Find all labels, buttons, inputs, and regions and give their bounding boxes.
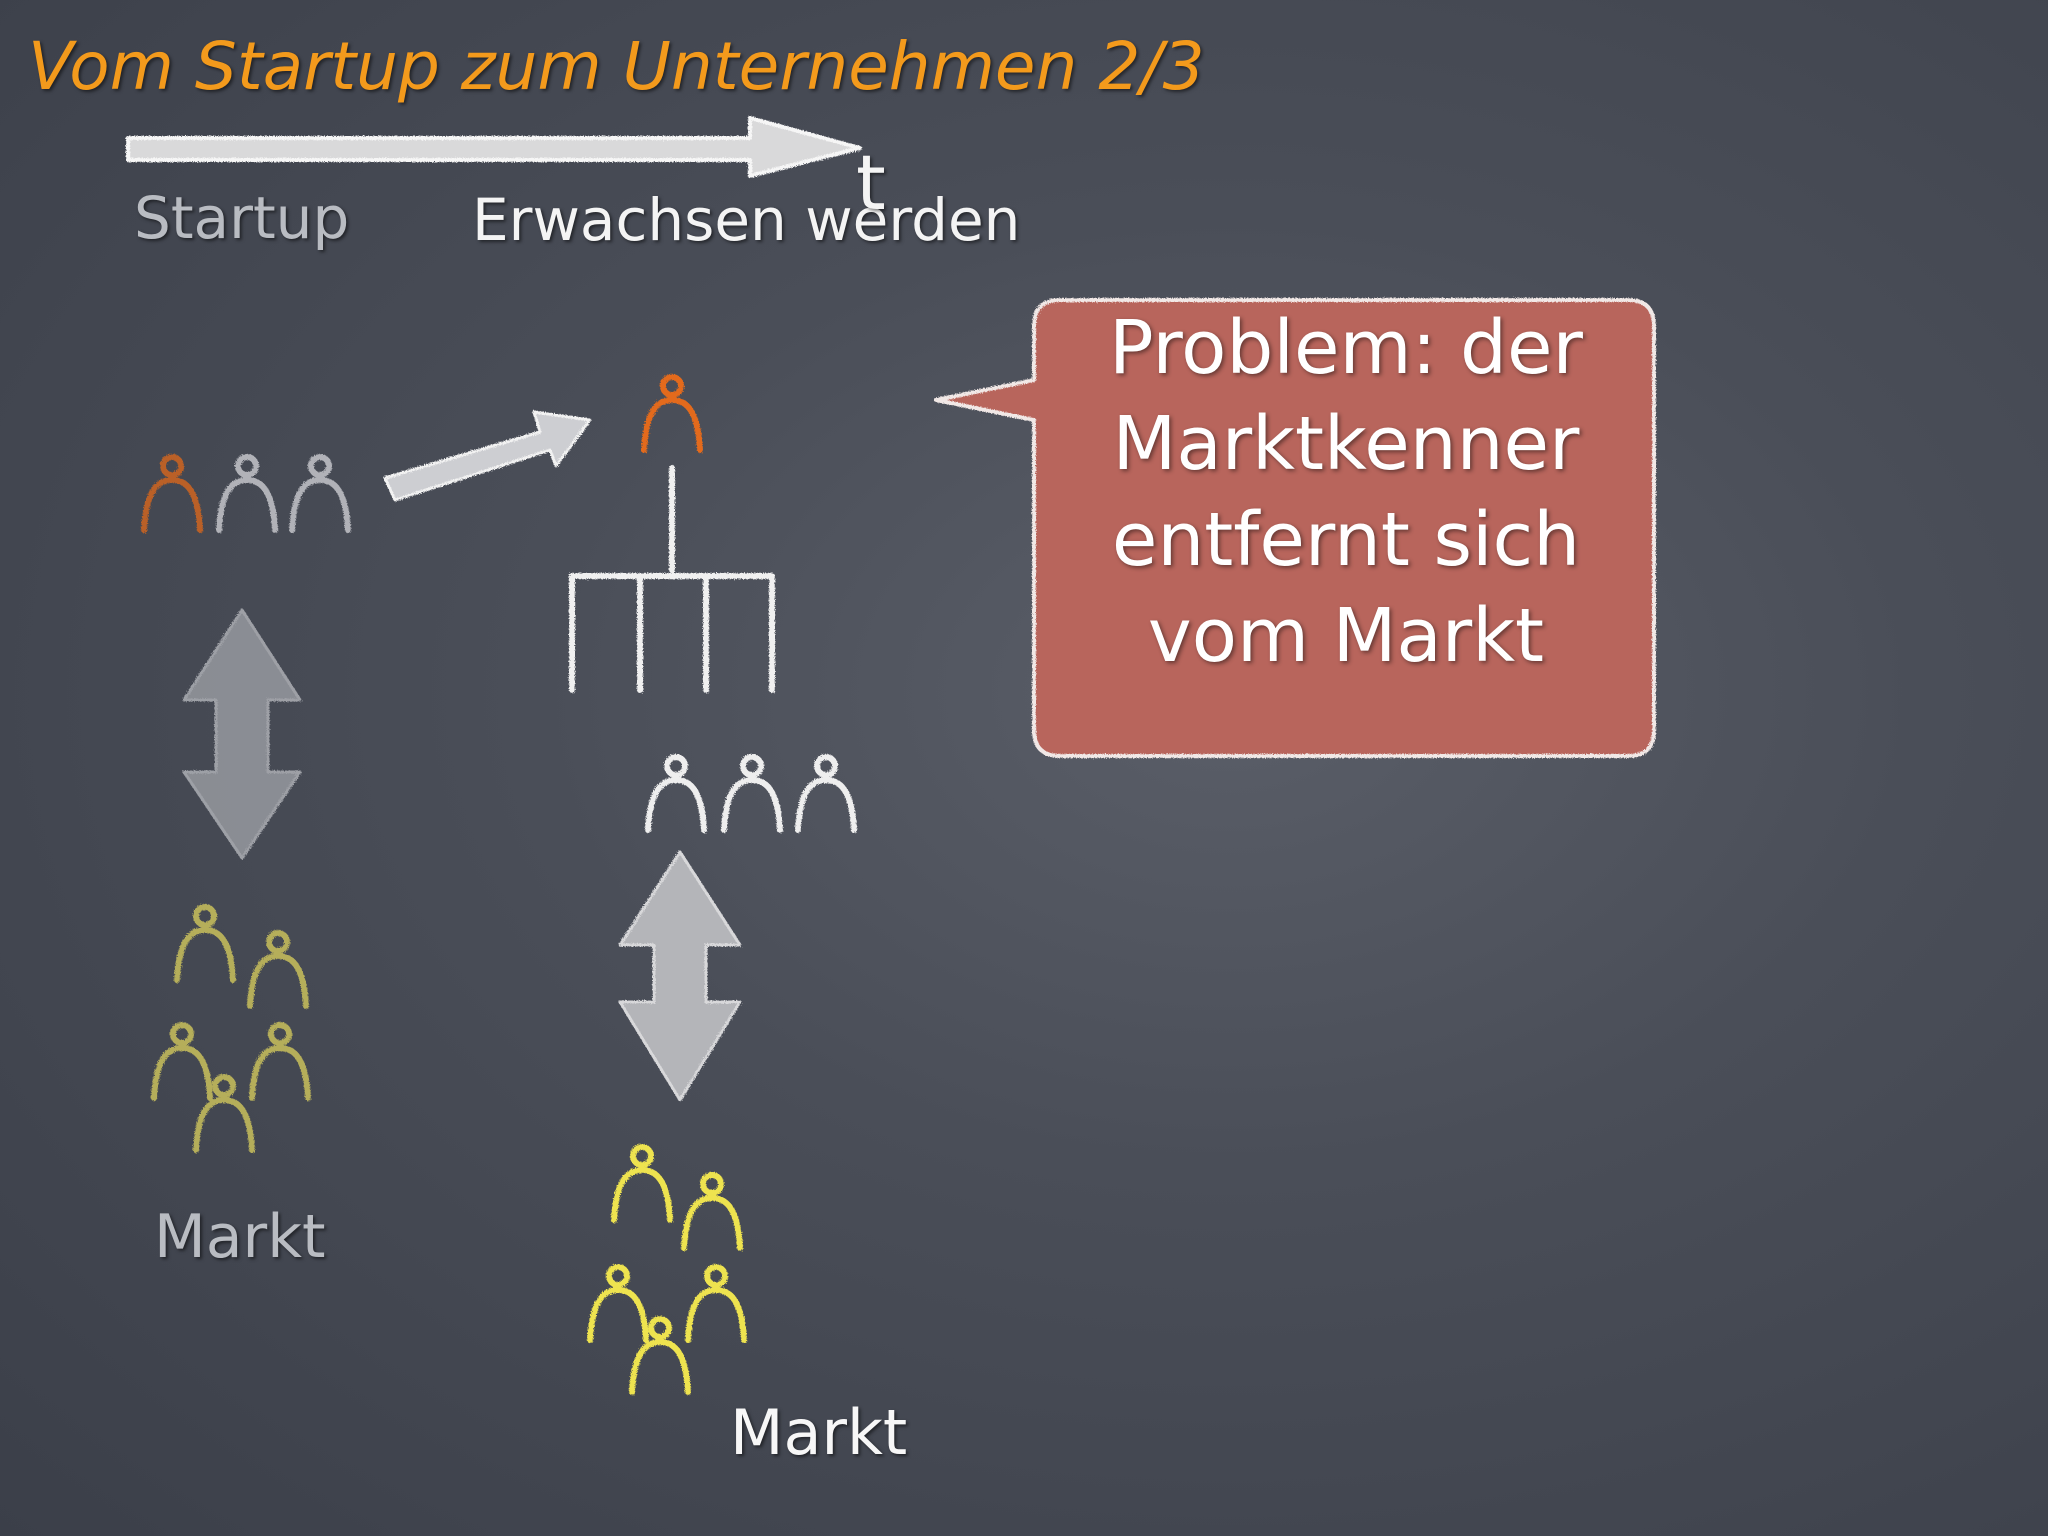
leader-person-icon — [644, 377, 700, 450]
stage-startup-label: Startup — [134, 184, 350, 252]
stage-growing-label: Erwachsen werden — [472, 186, 1021, 254]
org-chart-icon — [569, 465, 775, 693]
callout-bubble-icon — [934, 298, 1656, 758]
startup-team-icon — [144, 457, 348, 530]
market-crowd-right-icon — [590, 1147, 744, 1392]
callout-text: Problem: der Marktkenner entfernt sich v… — [1109, 305, 1583, 679]
double-arrow-icon-right — [618, 850, 742, 1102]
double-arrow-icon-left — [182, 608, 302, 860]
market-crowd-left-icon — [154, 907, 308, 1150]
team-icon — [648, 757, 854, 830]
slide-title: Vom Startup zum Unternehmen 2/3 — [28, 28, 1205, 105]
market-label-right: Markt — [730, 1396, 908, 1469]
arrow-right-icon — [383, 410, 592, 502]
timeline-arrow-icon — [126, 116, 862, 178]
time-axis-label: t — [856, 138, 886, 227]
market-label-left: Markt — [154, 1202, 326, 1272]
